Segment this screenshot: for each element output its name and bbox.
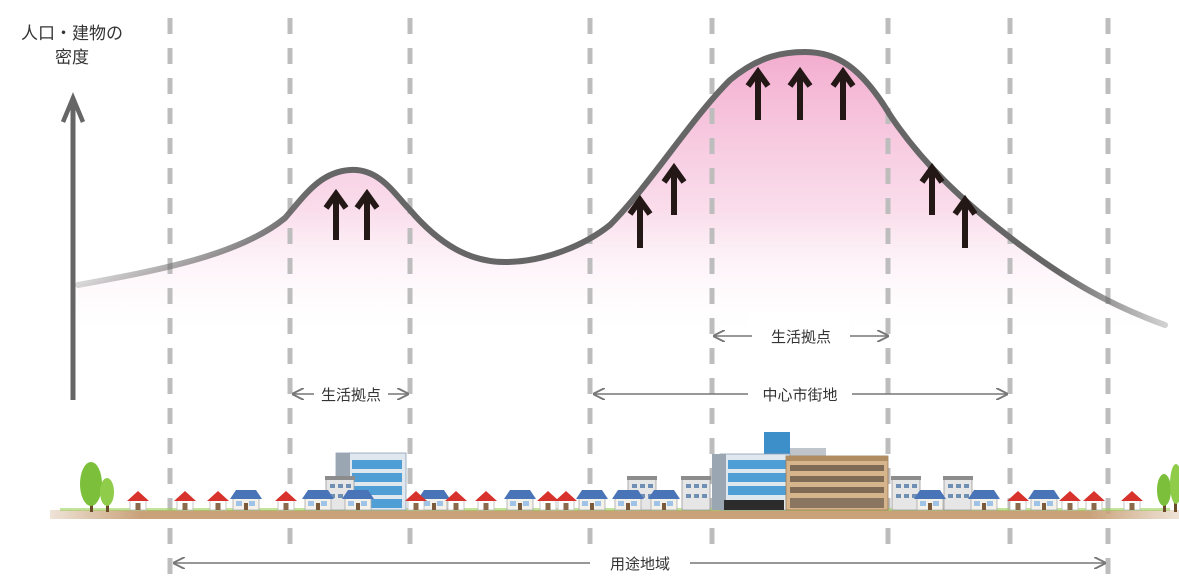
- house-icon: [444, 490, 468, 511]
- building-icon: [890, 475, 922, 511]
- span-center-hub: 生活拠点: [714, 310, 888, 356]
- house-icon: [341, 489, 375, 511]
- house-icon: [503, 489, 537, 511]
- house-icon: [1082, 490, 1106, 511]
- house-icon: [575, 489, 609, 511]
- span-center-hub-label: 生活拠点: [771, 328, 831, 346]
- house-icon: [301, 489, 335, 511]
- house-icon: [1058, 490, 1082, 511]
- tree-icon: [1157, 464, 1179, 512]
- house-icon: [229, 489, 263, 511]
- building-icon: [712, 432, 826, 511]
- house-icon: [913, 489, 947, 511]
- span-zoning-label: 用途地域: [610, 555, 670, 573]
- up-arrow-icon: [661, 162, 687, 215]
- up-arrow-icon: [919, 162, 945, 215]
- house-icon: [967, 489, 1001, 511]
- span-small-hub-label: 生活拠点: [321, 386, 381, 404]
- building-icon: [680, 475, 712, 511]
- house-icon: [474, 490, 498, 511]
- span-zoning: 用途地域: [174, 550, 1105, 576]
- house-icon: [611, 489, 645, 511]
- up-arrow-icon: [354, 188, 380, 240]
- up-arrow-icon: [745, 66, 771, 120]
- house-icon: [554, 490, 578, 511]
- y-axis-arrow: [60, 92, 86, 400]
- tree-icon: [80, 462, 114, 512]
- house-icon: [1120, 490, 1144, 511]
- house-icon: [126, 490, 150, 511]
- building-icon: [785, 455, 889, 511]
- house-icon: [647, 489, 681, 511]
- house-icon: [206, 490, 230, 511]
- span-city-center-label: 中心市街地: [762, 386, 837, 404]
- up-arrow-icon: [830, 66, 856, 120]
- growth-arrows: [323, 66, 978, 248]
- span-small-hub: 生活拠点: [293, 380, 408, 408]
- up-arrow-icon: [627, 194, 653, 248]
- density-area: [78, 52, 1165, 340]
- house-icon: [1006, 490, 1030, 511]
- ground: [50, 510, 1179, 519]
- y-axis-label-line2: 密度: [55, 48, 89, 68]
- up-arrow-icon: [323, 188, 349, 240]
- up-arrow-icon: [952, 194, 978, 248]
- span-city-center: 中心市街地: [594, 380, 1007, 408]
- house-icon: [274, 490, 298, 511]
- house-icon: [1027, 489, 1061, 511]
- up-arrow-icon: [787, 66, 813, 120]
- house-icon: [173, 490, 197, 511]
- building-icon: [942, 475, 974, 511]
- y-axis-label-line1: 人口・建物の: [21, 24, 123, 44]
- y-axis-label: 人口・建物の 密度: [4, 22, 140, 70]
